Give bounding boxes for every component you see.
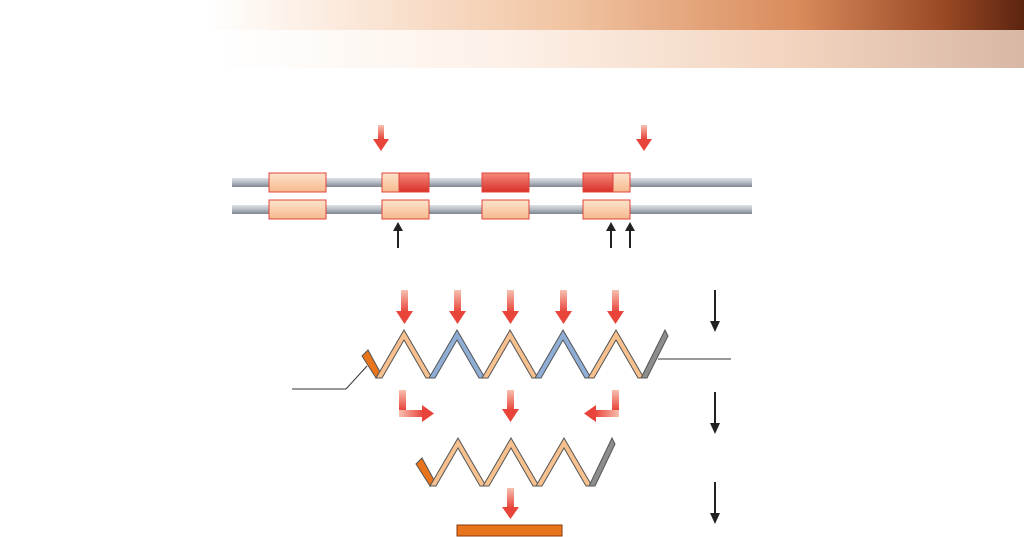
header-band <box>0 0 1024 30</box>
red-arrows-row <box>396 290 624 324</box>
zigzag-lower-stub <box>415 457 435 487</box>
exon-dark-1 <box>481 172 530 193</box>
exon-light-b1 <box>268 199 327 220</box>
red-arrow-down-5 <box>607 290 624 324</box>
exon-light-1 <box>268 172 327 193</box>
zigzag-lower-end <box>588 436 616 487</box>
exon-light-b2 <box>381 199 430 220</box>
zigzag-lower-segment-1 <box>429 437 487 487</box>
bottom-strand <box>232 199 752 220</box>
zigzag-stub-left <box>361 349 381 379</box>
exon-light-b4 <box>582 199 631 220</box>
leader-line-left-diag <box>345 365 368 390</box>
exon-light-b3 <box>481 199 530 220</box>
header-subband <box>220 30 1024 68</box>
black-arrow-down-3 <box>710 482 720 524</box>
zigzag-end-right <box>640 328 669 379</box>
zigzag-segment-5 <box>587 329 645 379</box>
black-arrow-down-1 <box>710 290 720 332</box>
zigzag-lower-segment-3 <box>535 437 593 487</box>
zigzag-lower-segment-2 <box>482 437 540 487</box>
red-arrow-down-1 <box>396 290 413 324</box>
exon-half-1 <box>381 172 430 193</box>
zigzag-segment-2 <box>428 329 486 379</box>
bent-arrow-left <box>399 390 434 422</box>
black-arrow-down-2 <box>710 392 720 434</box>
zigzag-upper <box>361 328 669 379</box>
black-arrow-up-2 <box>606 222 616 248</box>
red-arrow-down-final <box>502 488 519 519</box>
zigzag-lower <box>415 436 616 487</box>
zigzag-segment-1 <box>375 329 433 379</box>
top-strand <box>232 172 752 193</box>
red-arrow-down-4 <box>555 290 572 324</box>
zigzag-segment-3 <box>481 329 539 379</box>
black-arrow-up-1 <box>393 222 403 248</box>
red-arrow-down-3 <box>502 290 519 324</box>
bent-arrow-right <box>584 390 619 422</box>
red-arrow-down-2 <box>449 290 466 324</box>
black-arrow-up-3 <box>625 222 635 248</box>
red-arrow-top-right <box>636 125 652 151</box>
red-arrow-top-left <box>373 125 389 151</box>
exon-half-2 <box>582 172 631 193</box>
product-bar <box>456 524 563 537</box>
red-arrow-down-center <box>502 390 519 422</box>
zigzag-segment-4 <box>534 329 592 379</box>
